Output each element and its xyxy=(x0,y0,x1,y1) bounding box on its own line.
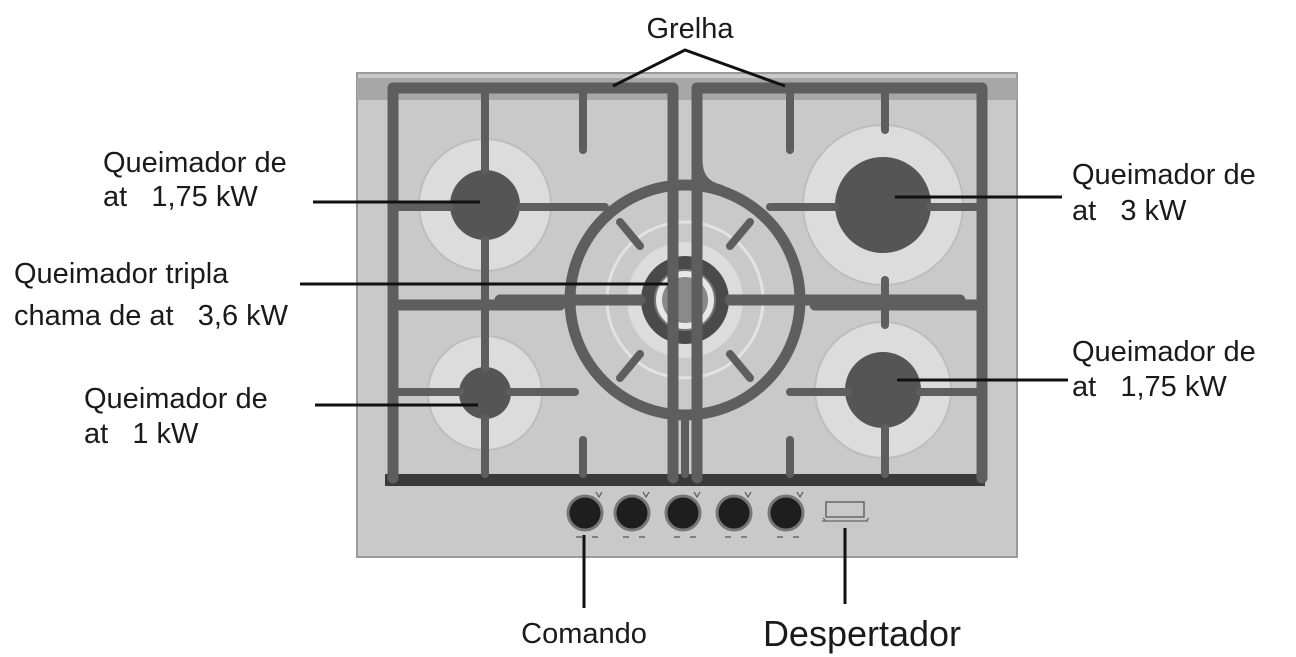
panel-control-strip xyxy=(385,474,985,486)
grate-wok-spoke-2 xyxy=(726,218,754,250)
label-burner-front-right-line1: Queimador de xyxy=(1072,336,1256,368)
label-timer: Despertador xyxy=(763,613,961,654)
control-knob-icon[interactable] xyxy=(664,491,702,538)
label-grid: Grelha xyxy=(646,13,734,45)
burner-rear-left-cap xyxy=(450,170,520,240)
burner-rear-right-cap xyxy=(835,157,931,253)
pan-support-grate xyxy=(387,82,988,484)
grate-wok-spoke-1 xyxy=(616,218,644,250)
timer-display-icon[interactable] xyxy=(822,501,870,522)
grate-right-frame xyxy=(691,82,988,484)
label-burner-back-right-line1: Queimador de xyxy=(1072,159,1256,191)
grate-wok-spoke-4 xyxy=(726,350,754,382)
label-burner-wok-line2: chama de at 3,6 kW xyxy=(14,300,289,332)
label-control: Comando xyxy=(521,618,647,650)
burner-front-right-cap xyxy=(845,352,921,428)
grate-wok-spoke-3 xyxy=(616,350,644,382)
label-burner-rear-left-line1: Queimador de xyxy=(84,383,268,415)
label-burner-rear-left-line2: at 1 kW xyxy=(84,418,199,450)
control-panel xyxy=(566,491,870,538)
control-knob-icon[interactable] xyxy=(566,491,604,538)
leader-grid xyxy=(612,48,786,88)
control-knob-icon[interactable] xyxy=(715,491,753,538)
burners xyxy=(418,124,964,459)
callout-labels: Grelha Queimador de at 1,75 kW Queimador… xyxy=(14,13,1256,654)
label-burner-front-left-line2: at 1,75 kW xyxy=(103,181,258,213)
burner-front-left-cap xyxy=(459,367,511,419)
control-knob-icon[interactable] xyxy=(613,491,651,538)
control-knob-icon[interactable] xyxy=(767,491,805,538)
label-burner-front-right-line2: at 1,75 kW xyxy=(1072,371,1227,403)
leader-lines xyxy=(300,48,1068,608)
label-burner-front-left-line1: Queimador de xyxy=(103,147,287,179)
label-burner-wok-line1: Queimador tripla xyxy=(14,258,229,290)
label-burner-back-right-line2: at 3 kW xyxy=(1072,195,1187,227)
